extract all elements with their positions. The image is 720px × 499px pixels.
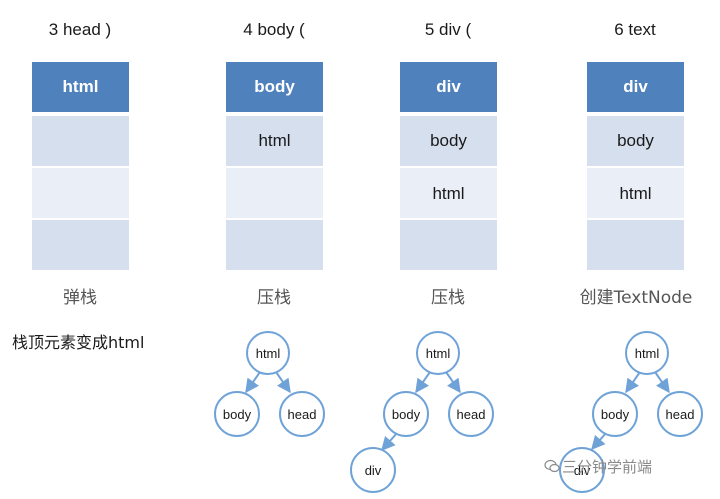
stack-cell-text: html: [619, 184, 652, 203]
wechat-icon: [544, 459, 560, 473]
stack-cell: html: [400, 168, 497, 218]
stack-cell-text: html: [62, 77, 99, 96]
tree-edge: [654, 371, 670, 394]
tree-node-body: [383, 391, 429, 437]
tree-node-label: body: [223, 407, 252, 422]
stack-5: div body html: [400, 62, 497, 270]
watermark-text: 三分钟学前端: [562, 458, 653, 476]
tree-node-label: head: [288, 407, 317, 422]
tree-edge: [275, 371, 291, 394]
stack-cell-text: html: [258, 131, 291, 150]
stack-cell-text: html: [432, 184, 465, 203]
dom-tree-6: html body head div: [559, 331, 703, 493]
stack-3: html: [32, 62, 129, 270]
tree-node-div: [350, 447, 396, 493]
stack-cell: body: [226, 62, 323, 112]
stack-top-note: 栈顶元素变成html: [12, 333, 145, 352]
tree-node-html: [416, 331, 460, 375]
tree-node-div: [559, 447, 605, 493]
operation-label-5: 压栈: [431, 288, 465, 308]
tree-edge: [445, 371, 461, 394]
tree-edge: [245, 371, 261, 394]
stack-cell: body: [587, 116, 684, 166]
tree-edge: [415, 371, 431, 394]
tree-node-head: [657, 391, 703, 437]
tree-node-body: [214, 391, 260, 437]
tree-node-head: [279, 391, 325, 437]
stack-cell: div: [400, 62, 497, 112]
stack-cell: [400, 220, 497, 270]
stack-cell: [32, 116, 129, 166]
tree-edge: [591, 432, 607, 451]
tree-node-label: body: [392, 407, 421, 422]
stack-cell: [32, 220, 129, 270]
tree-node-html: [625, 331, 669, 375]
tree-node-label: div: [574, 463, 591, 478]
stack-cell: html: [226, 116, 323, 166]
operation-label-6: 创建TextNode: [579, 288, 693, 308]
stack-cell: html: [32, 62, 129, 112]
stack-6: div body html: [587, 62, 684, 270]
stack-cell: body: [400, 116, 497, 166]
tree-node-label: head: [666, 407, 695, 422]
operation-label-3: 弹栈: [63, 288, 97, 308]
tree-node-label: body: [601, 407, 630, 422]
tree-node-label: html: [426, 346, 451, 361]
tree-edge: [381, 432, 398, 452]
tree-node-label: div: [365, 463, 382, 478]
tree-node-label: html: [635, 346, 660, 361]
tree-edge: [625, 371, 641, 394]
dom-tree-4: html body head: [214, 331, 325, 437]
tree-node-body: [592, 391, 638, 437]
column-title-5: 5 div (: [424, 20, 472, 39]
stack-cell: [226, 168, 323, 218]
column-title-6: 6 text: [614, 20, 656, 39]
stack-cell: [587, 220, 684, 270]
tree-node-label: head: [457, 407, 486, 422]
stack-cell-text: body: [430, 131, 467, 150]
tree-node-html: [246, 331, 290, 375]
dom-tree-5: html body head div: [350, 331, 494, 493]
stack-cell: html: [587, 168, 684, 218]
tree-node-label: html: [256, 346, 281, 361]
stack-cell: div: [587, 62, 684, 112]
stack-4: body html: [226, 62, 323, 270]
stack-cell-text: body: [254, 77, 295, 96]
tree-node-head: [448, 391, 494, 437]
stack-cell: [226, 220, 323, 270]
stack-cell-text: body: [617, 131, 654, 150]
column-title-4: 4 body (: [243, 20, 305, 39]
stack-cell-text: div: [436, 77, 461, 96]
column-title-3: 3 head ): [48, 20, 112, 39]
stack-cell-text: div: [623, 77, 648, 96]
operation-label-4: 压栈: [257, 288, 291, 308]
stack-cell: [32, 168, 129, 218]
